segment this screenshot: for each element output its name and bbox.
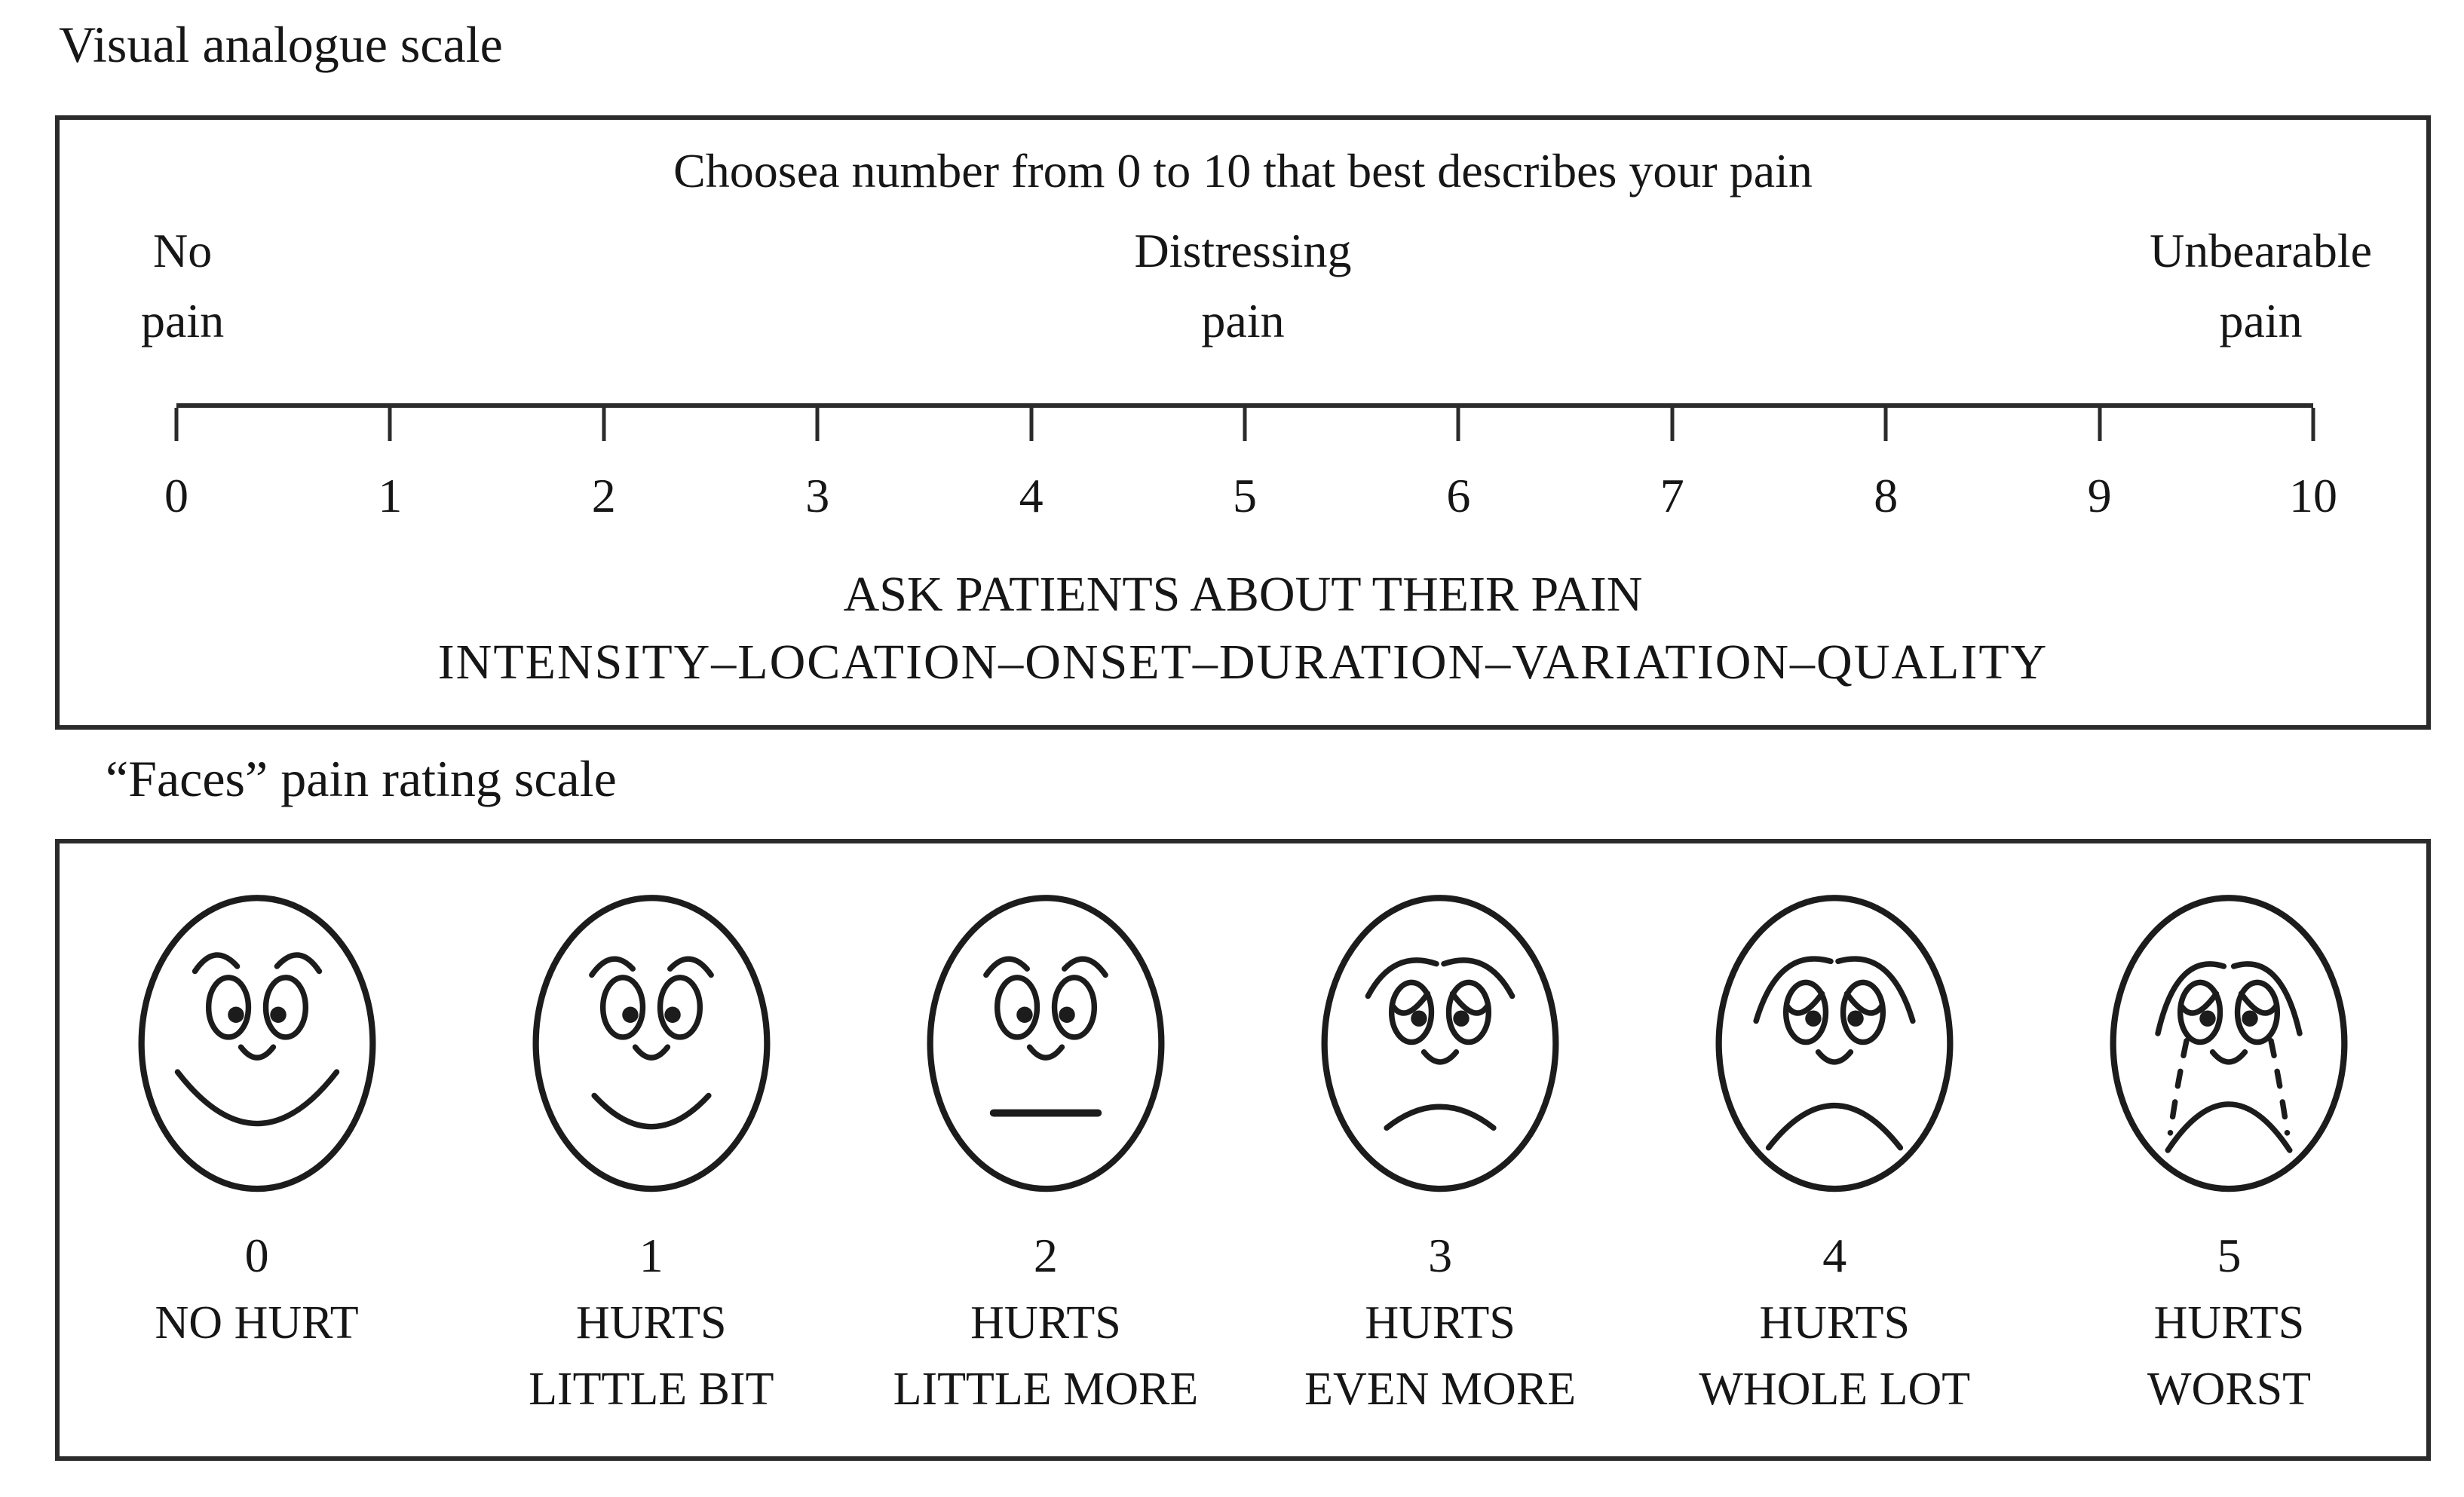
face-4-label-line2: WHOLE LOT	[1699, 1364, 1971, 1416]
face-1-smile-icon	[532, 895, 771, 1192]
face-0-label-line2	[155, 1356, 359, 1422]
vas-ruler-tick-10	[2311, 408, 2315, 441]
vas-ruler-tick-6	[1456, 408, 1460, 441]
faces-panel: 0 NO HURT 1	[55, 839, 2431, 1461]
vas-anchor-unbearable-line2: pain	[2219, 293, 2303, 347]
face-1-label-line2: LITTLE BIT	[529, 1364, 774, 1416]
vas-ruler-tick-7	[1670, 408, 1675, 441]
face-3-number: 3	[1428, 1229, 1453, 1282]
face-3-label-line2: EVEN MORE	[1304, 1364, 1577, 1416]
vas-ruler-tick-0	[174, 408, 179, 441]
vas-scale-number-1: 1	[378, 469, 403, 522]
vas-anchor-no-pain-line2: pain	[141, 293, 225, 347]
vas-panel: Choosea number from 0 to 10 that best de…	[55, 115, 2431, 730]
face-1-number: 1	[639, 1229, 664, 1282]
vas-scale-number-6: 6	[1446, 469, 1471, 522]
vas-scale-number-5: 5	[1233, 469, 1257, 522]
face-2-label: HURTS LITTLE MORE	[893, 1290, 1199, 1422]
vas-scale-number-7: 7	[1660, 469, 1684, 522]
vas-ruler-tick-9	[2098, 408, 2102, 441]
face-5-label-line2: WORST	[2147, 1364, 2311, 1416]
vas-scale-numbers: 0 1 2 3 4 5 6 7 8 9 10	[164, 468, 2337, 536]
face-2-neutral-icon	[927, 895, 1165, 1192]
vas-anchor-distressing-pain: Distressing pain	[1135, 216, 1352, 357]
face-5-label: HURTS WORST	[2147, 1290, 2311, 1422]
face-4-frown-icon	[1715, 895, 1954, 1192]
vas-scale-number-9: 9	[2087, 469, 2112, 522]
vas-anchor-unbearable-pain: Unbearable pain	[2150, 216, 2372, 357]
vas-ruler	[174, 403, 2315, 441]
face-4-label-line1: HURTS	[1759, 1297, 1911, 1349]
vas-anchor-no-pain: No pain	[141, 216, 224, 357]
vas-footer-line1: ASK PATIENTS ABOUT THEIR PAIN	[843, 567, 1643, 622]
vas-anchor-no-pain-line1: No	[152, 224, 213, 277]
faces-section-title: “Faces” pain rating scale	[106, 750, 617, 807]
vas-ruler-tick-8	[1883, 408, 1888, 441]
vas-section-title: Visual analogue scale	[59, 16, 503, 73]
face-5-crying-icon	[2110, 895, 2348, 1192]
vas-ruler-tick-3	[815, 408, 820, 441]
face-4-label: HURTS WHOLE LOT	[1699, 1290, 1970, 1422]
vas-scale-number-8: 8	[1874, 469, 1899, 522]
vas-anchor-distressing-line2: pain	[1201, 293, 1285, 347]
face-0-label-line1: NO HURT	[155, 1297, 359, 1349]
vas-ruler-tick-4	[1029, 408, 1034, 441]
vas-scale-number-3: 3	[805, 469, 830, 522]
face-5-label-line1: HURTS	[2153, 1297, 2305, 1349]
vas-instruction-text: Choosea number from 0 to 10 that best de…	[673, 144, 1813, 197]
vas-ruler-tick-5	[1243, 408, 1247, 441]
face-3-slight-frown-icon	[1321, 895, 1559, 1192]
vas-scale-number-10: 10	[2289, 469, 2337, 522]
face-0-number: 0	[244, 1229, 269, 1282]
face-3-label-line1: HURTS	[1365, 1297, 1515, 1349]
vas-scale-number-4: 4	[1019, 469, 1044, 522]
vas-scale-number-2: 2	[591, 469, 616, 522]
face-2-number: 2	[1033, 1229, 1058, 1282]
vas-ruler-tick-2	[602, 408, 606, 441]
vas-footer-line2: INTENSITY–LOCATION–ONSET–DURATION–VARIAT…	[437, 635, 2049, 690]
face-cell-3: 3 HURTS EVEN MORE	[1243, 843, 1638, 1456]
faces-row: 0 NO HURT 1	[60, 843, 2426, 1456]
face-1-label-line1: HURTS	[575, 1297, 727, 1349]
face-cell-2: 2 HURTS LITTLE MORE	[848, 843, 1243, 1456]
face-2-label-line2: LITTLE MORE	[893, 1364, 1199, 1416]
vas-anchor-unbearable-line1: Unbearable	[2150, 224, 2372, 277]
face-2-label-line1: HURTS	[970, 1297, 1121, 1349]
face-cell-0: 0 NO HURT	[60, 843, 454, 1456]
vas-ruler-tick-1	[388, 408, 392, 441]
face-1-label: HURTS LITTLE BIT	[529, 1290, 774, 1422]
vas-scale-number-0: 0	[164, 469, 188, 522]
face-5-number: 5	[2217, 1229, 2242, 1282]
face-cell-5: 5 HURTS WORST	[2032, 843, 2426, 1456]
face-3-label: HURTS EVEN MORE	[1304, 1290, 1576, 1422]
face-cell-4: 4 HURTS WHOLE LOT	[1638, 843, 2032, 1456]
face-0-big-smile-icon	[138, 895, 376, 1192]
face-0-label: NO HURT	[155, 1290, 359, 1422]
vas-anchor-distressing-line1: Distressing	[1134, 224, 1352, 277]
face-cell-1: 1 HURTS LITTLE BIT	[454, 843, 848, 1456]
face-4-number: 4	[1822, 1229, 1847, 1282]
